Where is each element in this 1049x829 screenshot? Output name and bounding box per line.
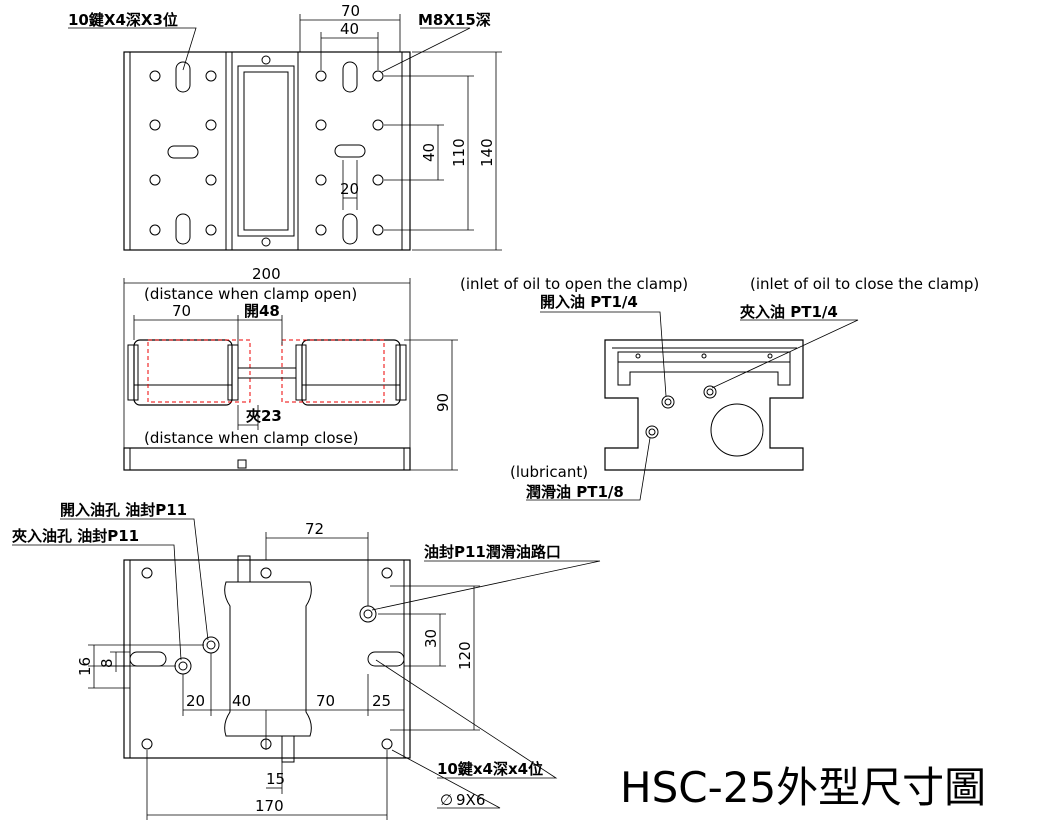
- top-dim-110: 110: [450, 138, 468, 167]
- top-dim-70: 70: [341, 2, 360, 20]
- front-open-48: 開48: [244, 302, 280, 320]
- side-close-oil-en: (inlet of oil to close the clamp): [750, 275, 979, 293]
- front-dim-70: 70: [172, 302, 191, 320]
- bottom-dim-25: 25: [372, 692, 391, 710]
- bottom-dim-72: 72: [305, 520, 324, 538]
- bottom-hole: 9X6: [456, 791, 485, 809]
- bottom-dim-8: 8: [98, 658, 116, 668]
- bottom-dim-15: 15: [266, 770, 285, 788]
- bottom-view: [12, 518, 601, 820]
- top-view: [68, 14, 502, 251]
- front-dim-90: 90: [434, 393, 452, 412]
- bottom-dim-170: 170: [255, 797, 284, 815]
- top-note-thread: M8X15深: [418, 11, 491, 29]
- top-note-keys: 10鍵X4深X3位: [68, 11, 178, 29]
- bottom-base-plate: [123, 559, 411, 759]
- bottom-dim-70: 70: [316, 692, 335, 710]
- bottom-dim-30: 30: [422, 629, 440, 648]
- front-close-note: (distance when clamp close): [144, 429, 358, 447]
- front-open-note: (distance when clamp open): [144, 285, 357, 303]
- top-dim-20: 20: [340, 180, 359, 198]
- side-lube-en: (lubricant): [510, 463, 588, 481]
- side-open-oil-en: (inlet of oil to open the clamp): [460, 275, 688, 293]
- front-close-23: 夾23: [246, 407, 282, 425]
- side-view: [526, 311, 859, 501]
- front-base: [123, 447, 411, 471]
- bottom-lube-port: 油封P11潤滑油路口: [424, 543, 561, 561]
- side-close-oil: 夾入油 PT1/4: [740, 303, 838, 321]
- front-left-jaw: [133, 339, 233, 406]
- bottom-phi-symbol: ∅: [440, 791, 453, 809]
- top-right-holes: [315, 61, 384, 245]
- bottom-keys: 10鍵x4深x4位: [437, 760, 543, 778]
- front-dim-200: 200: [252, 265, 281, 283]
- bottom-dim-40: 40: [232, 692, 251, 710]
- bottom-dim-16: 16: [76, 657, 94, 676]
- top-base-plate: [123, 51, 411, 251]
- bottom-dim-20: 20: [186, 692, 205, 710]
- top-dim-140: 140: [478, 138, 496, 167]
- drawing-title: HSC-25外型尺寸圖: [620, 763, 986, 812]
- bottom-dim-120: 120: [456, 641, 474, 670]
- top-dim-40: 40: [340, 20, 359, 38]
- front-right-jaw: [301, 339, 401, 406]
- front-view: [123, 278, 458, 471]
- bottom-close-hole: 夾入油孔 油封P11: [12, 527, 139, 545]
- top-dim-40v: 40: [420, 143, 438, 162]
- side-open-oil: 開入油 PT1/4: [540, 293, 638, 311]
- bottom-open-hole: 開入油孔 油封P11: [60, 501, 187, 519]
- top-left-holes: [149, 61, 217, 245]
- side-lube: 潤滑油 PT1/8: [526, 483, 624, 501]
